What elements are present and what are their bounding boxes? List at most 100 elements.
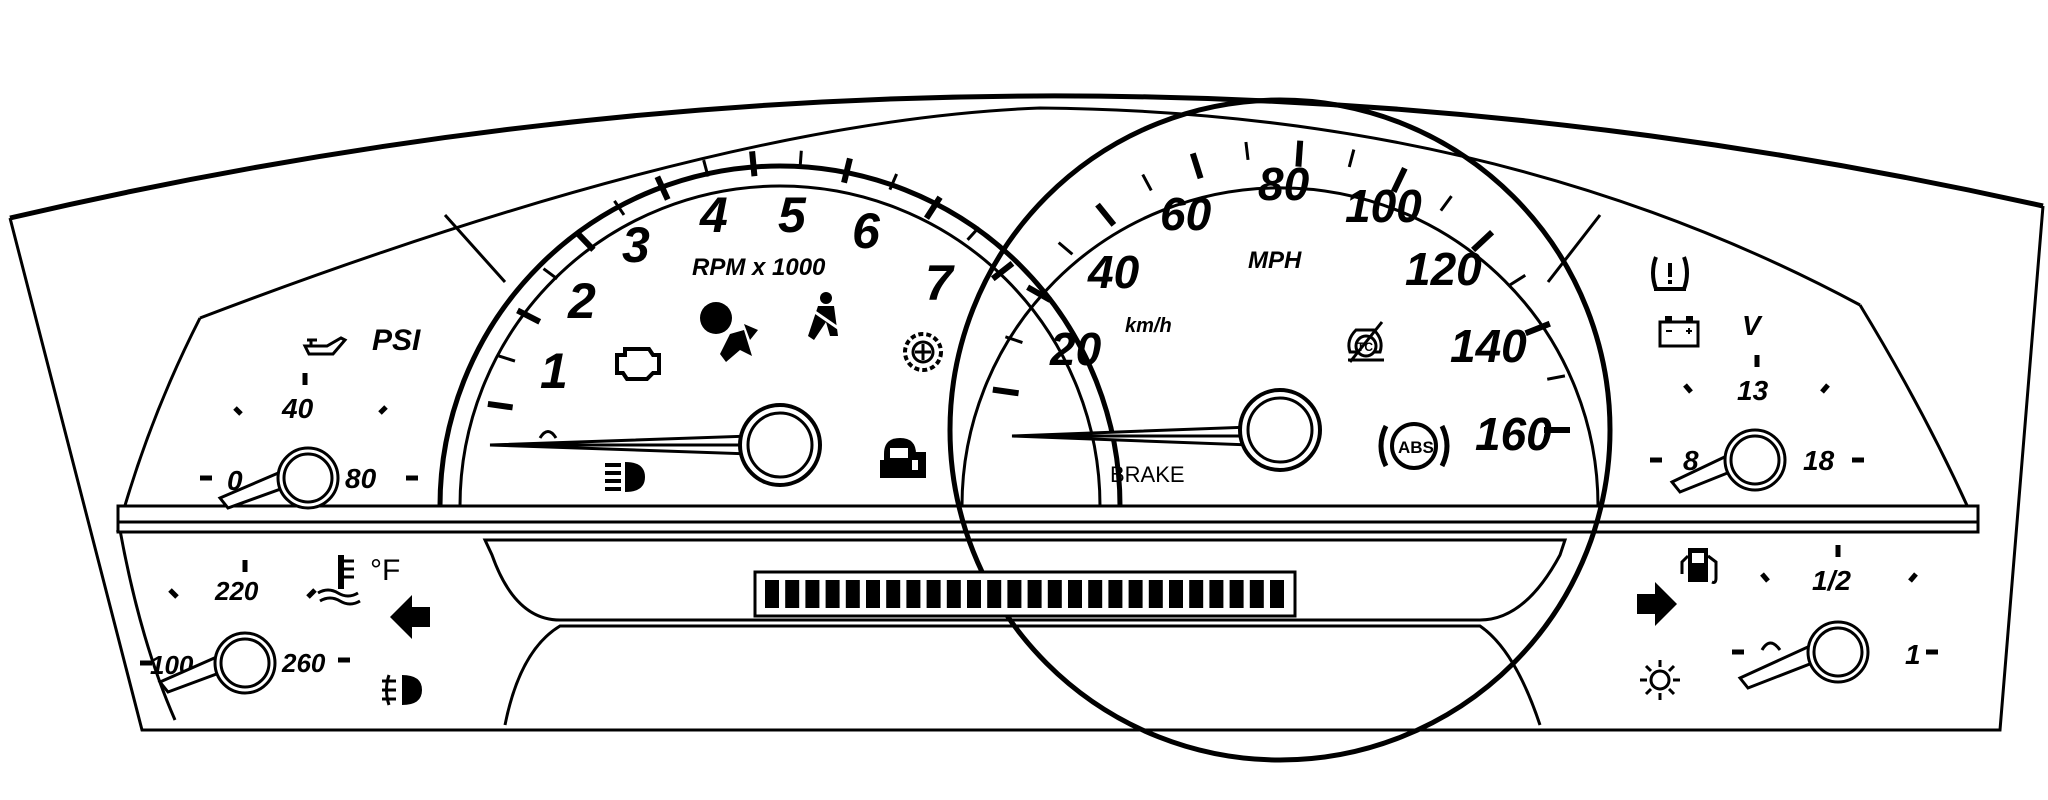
- tach-ticks: [487, 150, 1015, 411]
- abs-icon: ABS: [1378, 422, 1450, 470]
- lcd-segment: [987, 580, 1002, 608]
- tach-tick-13: [966, 226, 981, 241]
- lcd-segment: [825, 580, 840, 608]
- speed-tick-3: [1057, 241, 1074, 256]
- speed-number-120: 120: [1405, 243, 1482, 295]
- fuel-label-full: 1: [1905, 639, 1921, 670]
- fuel-label-half: 1/2: [1812, 565, 1851, 596]
- voltmeter: V 8 13 18: [1650, 310, 1864, 494]
- speed-unit-mph: MPH: [1248, 247, 1302, 274]
- speed-tick-10: [1390, 166, 1408, 194]
- lcd-segment: [1209, 580, 1224, 608]
- lcd-segment: [1088, 580, 1103, 608]
- security-lock-icon: [880, 438, 926, 478]
- speed-tick-14: [1524, 320, 1551, 337]
- voltmeter-label-8: 8: [1683, 445, 1699, 476]
- lcd-segment: [805, 580, 820, 608]
- lcd-segment: [1047, 580, 1062, 608]
- coolant-temp-unit: °F: [370, 554, 400, 587]
- tire-pressure-icon: [1651, 256, 1689, 291]
- fuel-gauge: 1/2 1: [1732, 545, 1938, 690]
- gear-warning-icon: [903, 332, 943, 372]
- tach-tick-2: [516, 307, 542, 325]
- speed-tick-15: [1546, 374, 1566, 381]
- speedo-ticks: [992, 140, 1570, 433]
- coolant-temp-label-220: 220: [214, 576, 259, 606]
- lcd-segment: [866, 580, 880, 608]
- speed-number-20: 20: [1049, 323, 1102, 375]
- coolant-temp-icon: [317, 555, 361, 606]
- tach-tick-7: [702, 159, 710, 177]
- tach-tick-12: [923, 195, 943, 220]
- tach-number-6: 6: [852, 203, 881, 259]
- speed-tick-12: [1471, 230, 1495, 253]
- lcd-segment: [1189, 580, 1204, 608]
- speed-number-140: 140: [1450, 320, 1527, 372]
- lcd-segment: [1148, 580, 1163, 608]
- tach-scale-label: RPM x 1000: [692, 254, 826, 281]
- speed-number-60: 60: [1160, 188, 1212, 240]
- oil-pressure-label-40: 40: [281, 393, 314, 424]
- traction-control-icon: TC: [1347, 321, 1384, 363]
- speed-tick-8: [1295, 140, 1304, 167]
- tach-tick-5: [613, 200, 626, 216]
- cluster-bezel: [8, 93, 2045, 732]
- lcd-segment: [1249, 580, 1264, 608]
- lcd-segment: [1270, 580, 1284, 608]
- seatbelt-icon: [808, 292, 839, 340]
- tach-tick-10: [841, 157, 853, 184]
- speed-number-40: 40: [1087, 246, 1140, 298]
- lcd-segment: [1229, 580, 1244, 608]
- tach-number-4: 4: [699, 187, 728, 243]
- lcd-segment: [926, 580, 941, 608]
- coolant-temp-label-260: 260: [281, 648, 326, 678]
- speed-tick-4: [1095, 202, 1117, 227]
- oil-can-icon: [302, 336, 348, 356]
- speed-tick-7: [1244, 141, 1250, 161]
- speed-tick-11: [1439, 195, 1453, 212]
- voltmeter-label-18: 18: [1803, 445, 1835, 476]
- tach-tick-3: [542, 267, 559, 281]
- speedometer: 20 40 60 80 100 120 140 160 MPH km/h BRA…: [947, 97, 1613, 763]
- speed-number-80: 80: [1258, 158, 1310, 210]
- lcd-segment: [1169, 580, 1183, 608]
- left-turn-arrow-icon: [390, 595, 430, 639]
- oil-pressure-unit: PSI: [372, 324, 421, 357]
- tach-tick-0: [487, 400, 514, 411]
- speed-tick-6: [1189, 152, 1204, 180]
- tach-number-7: 7: [925, 255, 955, 311]
- lcd-segment: [1068, 580, 1082, 608]
- speed-tick-0: [992, 386, 1019, 397]
- voltmeter-label-13: 13: [1737, 375, 1769, 406]
- voltmeter-unit: V: [1742, 310, 1763, 341]
- fog-lamp-icon: [382, 674, 422, 706]
- lcd-segment: [946, 580, 961, 608]
- check-engine-icon: [615, 347, 661, 381]
- speed-number-160: 160: [1475, 408, 1552, 460]
- lcd-segment: [1027, 580, 1042, 608]
- tach-number-3: 3: [622, 217, 650, 273]
- tach-tick-1: [498, 354, 516, 363]
- abs-label: ABS: [1398, 438, 1434, 457]
- speed-number-100: 100: [1345, 180, 1422, 232]
- fuel-pump-icon: [1680, 548, 1718, 584]
- tach-tick-11: [888, 173, 898, 191]
- exterior-lamp-icon: [1640, 660, 1680, 700]
- lcd-segment: [1128, 580, 1143, 608]
- lcd-segment: [1108, 580, 1123, 608]
- high-beam-icon: [605, 462, 645, 492]
- oil-pressure-label-80: 80: [345, 463, 377, 494]
- airbag-icon: [700, 302, 758, 362]
- speed-tick-2: [1026, 284, 1052, 303]
- lcd-segment: [906, 580, 921, 608]
- battery-icon: [1658, 316, 1700, 348]
- speed-tick-1: [1004, 335, 1023, 344]
- tach-number-2: 2: [567, 273, 596, 329]
- lcd-segment: [845, 580, 860, 608]
- tach-tick-14: [990, 261, 1015, 282]
- tach-tick-9: [798, 150, 803, 168]
- lcd-odometer-display: [753, 570, 1297, 618]
- tach-tick-6: [654, 175, 671, 201]
- lcd-segment: [765, 580, 779, 608]
